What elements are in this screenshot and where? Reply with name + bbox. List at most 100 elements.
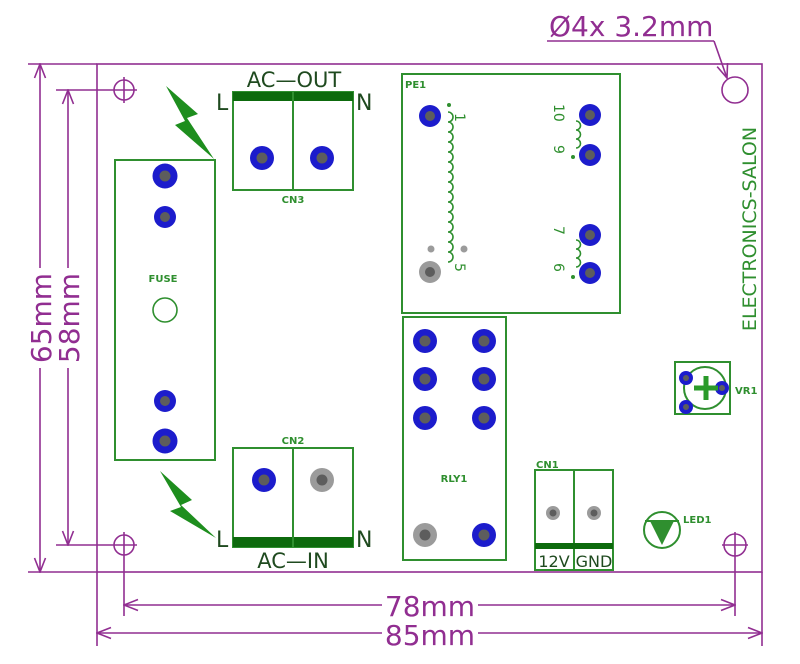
pad <box>472 329 496 353</box>
pad <box>310 146 334 170</box>
secondary-coil <box>575 120 582 149</box>
cn2-title: AC—IN <box>257 549 329 573</box>
pin-label: 6 <box>550 263 566 272</box>
dimension-label: 58mm <box>53 273 86 363</box>
cn3-title: AC—OUT <box>247 68 342 92</box>
pad <box>152 428 178 454</box>
pad-drill <box>258 474 270 486</box>
dimension-width-outer: 85mm <box>97 572 762 652</box>
transformer-pe1: PE1 1 5 10 9 7 6 <box>401 73 621 314</box>
pad-drill <box>160 396 170 406</box>
mounting-hole-icon <box>721 76 749 104</box>
hole-note: Ø4x 3.2mm <box>547 10 727 78</box>
trimmer-vr1: VR1 <box>674 361 757 415</box>
pad-drill <box>425 111 435 121</box>
pad <box>252 468 276 492</box>
connector-cn1: CN1 12V GND <box>534 460 614 571</box>
pad <box>413 367 437 391</box>
cn2-live-label: L <box>216 528 229 553</box>
pad-drill <box>590 509 598 517</box>
pad-drill <box>160 212 170 222</box>
hole-note-label: Ø4x 3.2mm <box>549 10 713 43</box>
pad-drill <box>159 435 171 447</box>
connector-cn2: CN2 AC—IN L N <box>216 436 372 573</box>
cn1-label: CN1 <box>536 460 559 471</box>
polarity-dot <box>447 103 451 107</box>
pad <box>472 523 496 547</box>
pad-drill <box>478 335 490 347</box>
led-led1: LED1 <box>643 511 712 549</box>
pad <box>154 390 176 412</box>
pad-drill <box>478 529 490 541</box>
pad <box>579 144 601 166</box>
pad <box>250 146 274 170</box>
mounting-hole-top-right <box>721 76 749 104</box>
plus-icon <box>694 376 718 400</box>
pad <box>579 262 601 284</box>
pad <box>587 506 601 520</box>
pad-drill <box>585 110 595 120</box>
pad-drill <box>478 373 490 385</box>
cn1-gnd-label: GND <box>576 552 613 571</box>
pad-drill <box>419 373 431 385</box>
pad-drill <box>683 404 689 410</box>
pad <box>310 468 334 492</box>
dimension-height-outer: 65mm <box>25 64 97 572</box>
dimension-width-inner: 78mm <box>124 558 735 623</box>
cn3-label: CN3 <box>282 195 305 206</box>
primary-coil <box>447 111 454 263</box>
pin-label: 10 <box>550 104 566 122</box>
pad-drill <box>719 385 725 391</box>
via-dot <box>427 245 435 253</box>
pad <box>679 400 693 414</box>
pad <box>579 224 601 246</box>
pin-label: 5 <box>451 263 467 272</box>
polarity-dot <box>571 275 575 279</box>
leader-arrow <box>713 40 727 78</box>
pad <box>154 206 176 228</box>
pad <box>413 329 437 353</box>
fuse-outline <box>114 159 216 461</box>
dimension-label: 65mm <box>25 273 58 363</box>
pad-drill <box>585 230 595 240</box>
pad-drill <box>316 152 328 164</box>
relay-rly1: RLY1 <box>402 316 507 561</box>
cn3-neutral-label: N <box>356 91 372 116</box>
pad <box>419 105 441 127</box>
polarity-dot <box>571 155 575 159</box>
pad <box>152 163 178 189</box>
mounting-hole-bottom-right <box>722 532 748 558</box>
pad-drill <box>419 335 431 347</box>
led1-label: LED1 <box>683 515 712 526</box>
cn3-live-label: L <box>216 91 229 116</box>
secondary-coil <box>575 239 582 268</box>
fuse-label: FUSE <box>149 274 178 285</box>
pad-drill <box>256 152 268 164</box>
pad-drill <box>585 150 595 160</box>
pad-drill <box>316 474 328 486</box>
cn1-12v-label: 12V <box>538 552 569 571</box>
vr1-label: VR1 <box>735 386 757 397</box>
mounting-hole-top-left <box>111 77 137 103</box>
dimension-height-inner: 58mm <box>53 90 111 545</box>
pe1-label: PE1 <box>405 80 426 91</box>
pad <box>419 261 441 283</box>
fuse-marker-circle <box>152 297 178 323</box>
pad <box>472 406 496 430</box>
pad <box>413 523 437 547</box>
pad <box>472 367 496 391</box>
connector-cn3: CN3 AC—OUT L N <box>216 68 372 206</box>
pad-drill <box>419 412 431 424</box>
led-outline <box>643 511 681 549</box>
led-diode-icon <box>650 521 674 545</box>
pad-drill <box>419 529 431 541</box>
mounting-hole-bottom-left <box>111 532 137 558</box>
pad-drill <box>425 267 435 277</box>
fuse-holder: FUSE <box>114 159 216 461</box>
pad <box>546 506 560 520</box>
pad-drill <box>683 375 689 381</box>
cn2-neutral-label: N <box>356 528 372 553</box>
pad-drill <box>549 509 557 517</box>
dimension-label: 85mm <box>385 619 475 652</box>
